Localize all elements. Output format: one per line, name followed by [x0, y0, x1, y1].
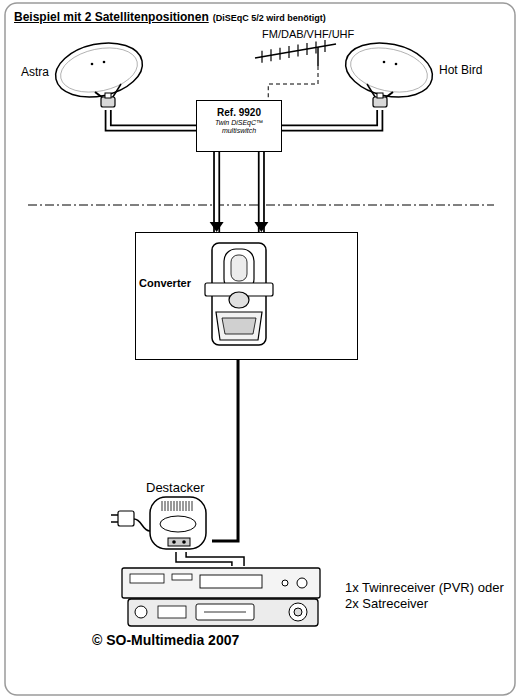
arrow-head — [254, 222, 268, 232]
cable-line — [212, 360, 238, 541]
coax-cable — [210, 152, 224, 232]
antenna-cable — [268, 66, 318, 100]
copyright-holder: © SO-Multimedia 2007 — [92, 632, 239, 648]
node-label: Hot Bird — [439, 63, 482, 77]
cable-line — [268, 66, 318, 100]
frame — [5, 3, 515, 695]
satellite-dish: Astra — [55, 42, 150, 110]
dish-hotbird — [341, 35, 438, 107]
cable-outline — [282, 110, 380, 128]
destacker: Destacker — [140, 478, 212, 552]
dish-astra — [51, 35, 148, 107]
title: Beispiel mit 2 Satellitenpositionen — [14, 10, 209, 24]
node-label: Converter — [139, 277, 191, 290]
coax-cable — [282, 110, 380, 128]
coax-cable — [176, 552, 232, 566]
cable-line — [176, 552, 232, 566]
node-label: Astra — [21, 65, 49, 79]
title-holder: Beispiel mit 2 Satellitenpositionen — [14, 10, 209, 24]
converter-box: Converter — [135, 232, 358, 360]
receiver: 1x Twinreceiver (PVR) oder 2x Satreceive… — [120, 566, 322, 626]
receiver-device — [122, 568, 320, 626]
cable-line — [186, 552, 244, 566]
coax-cable — [212, 360, 238, 541]
node-label: Ref. 9920 — [201, 107, 277, 119]
terrestrial-antenna: FM/DAB/VHF/UHF — [250, 24, 350, 66]
cable-core — [215, 152, 219, 232]
node-label: FM/DAB/VHF/UHF — [262, 28, 354, 41]
cable-outline — [258, 152, 265, 232]
cable-core — [282, 110, 380, 128]
node-subtitle: Twin DiSEqC™ multiswitch — [201, 119, 277, 135]
cable-core — [260, 152, 264, 232]
yagi-antenna — [255, 40, 336, 66]
coax-cable — [254, 152, 268, 232]
destacker-device — [111, 497, 206, 549]
coax-cable — [108, 110, 196, 128]
converter-device — [205, 243, 273, 345]
satellite-dish: Hot Bird — [338, 42, 433, 110]
node-label: Destacker — [146, 480, 205, 496]
cable-outline — [108, 110, 196, 128]
cable-outline — [213, 152, 220, 232]
note: (DiSEqC 5/2 wird benötigt) — [213, 13, 326, 24]
note-holder: (DiSEqC 5/2 wird benötigt) — [213, 13, 326, 24]
cable-core — [108, 110, 196, 128]
copyright: © SO-Multimedia 2007 — [92, 632, 239, 648]
coax-cable — [186, 552, 244, 566]
arrow-head — [210, 222, 224, 232]
node-label: 1x Twinreceiver (PVR) oder 2x Satreceive… — [345, 580, 505, 612]
multiswitch-box: Ref. 9920Twin DiSEqC™ multiswitch — [196, 100, 282, 152]
